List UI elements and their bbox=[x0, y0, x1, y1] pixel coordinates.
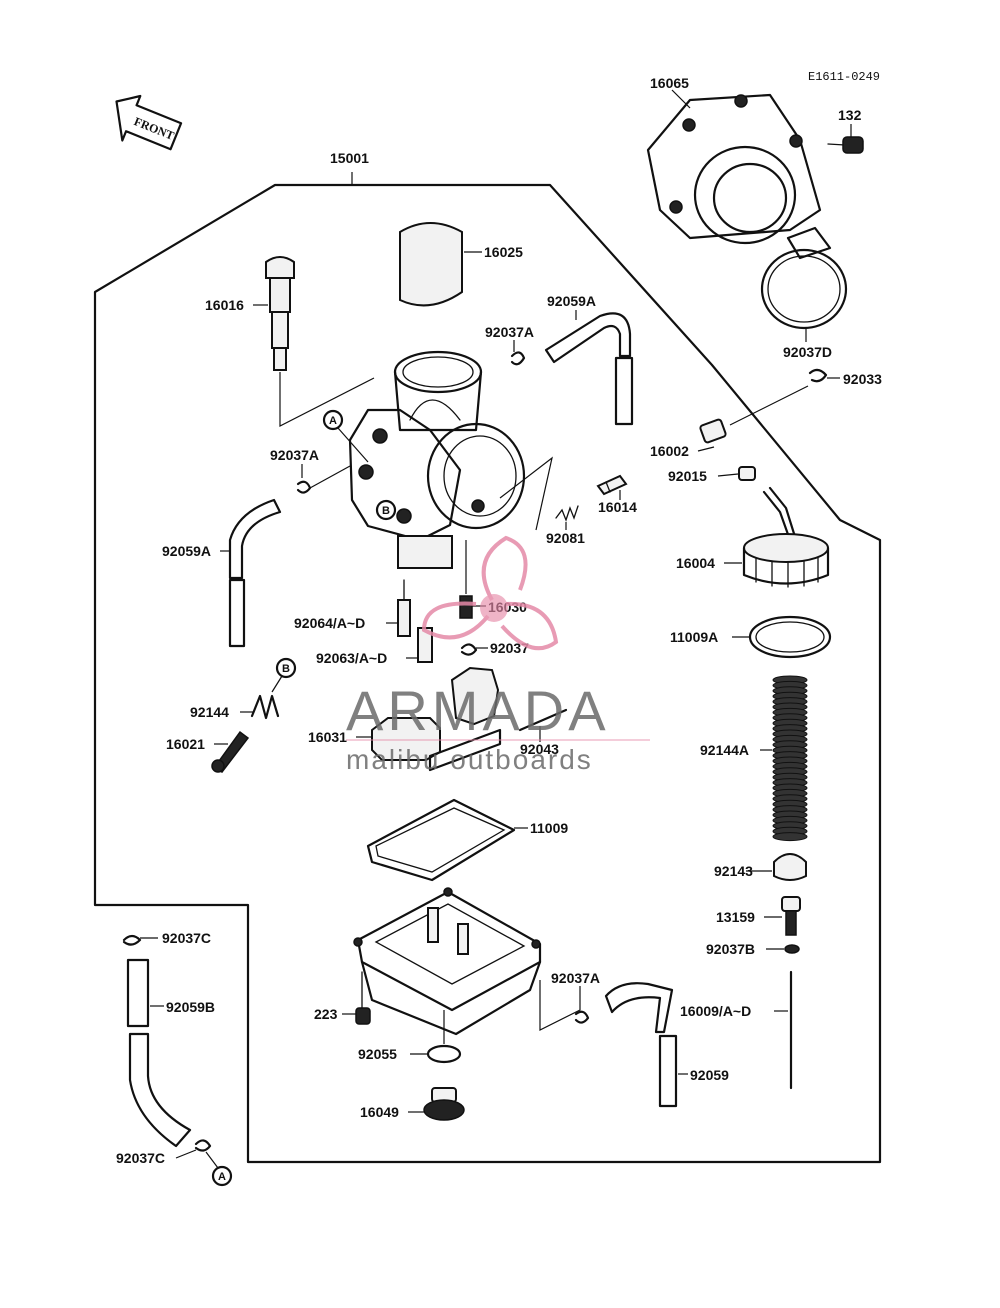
tube-92059A-top bbox=[544, 312, 634, 426]
tube-92059A-left bbox=[228, 498, 282, 648]
label-92064: 92064/A~D bbox=[294, 615, 365, 631]
tube-92059B bbox=[126, 958, 150, 1028]
label-92059A-top: 92059A bbox=[547, 293, 596, 309]
clip-92033 bbox=[808, 368, 828, 383]
label-92033: 92033 bbox=[843, 371, 882, 387]
plug-16049 bbox=[423, 1087, 465, 1121]
label-92055: 92055 bbox=[358, 1046, 397, 1062]
propeller-logo-icon bbox=[421, 535, 559, 651]
cap-16004 bbox=[742, 486, 830, 588]
label-92059B: 92059B bbox=[166, 999, 215, 1015]
label-92037A-top: 92037A bbox=[485, 324, 534, 340]
seat-92143 bbox=[773, 853, 807, 881]
intake-manifold bbox=[646, 93, 822, 245]
label-16021: 16021 bbox=[166, 736, 205, 752]
label-132: 132 bbox=[838, 107, 862, 123]
needle-13159 bbox=[781, 896, 801, 936]
pin-92043 bbox=[518, 708, 568, 732]
jet-16030 bbox=[459, 595, 473, 619]
label-16002: 16002 bbox=[650, 443, 689, 459]
label-16009: 16009/A~D bbox=[680, 1003, 751, 1019]
ref-b-callout-body: B bbox=[375, 499, 397, 521]
carburetor-body bbox=[348, 350, 526, 569]
label-92143: 92143 bbox=[714, 863, 753, 879]
label-16004: 16004 bbox=[676, 555, 715, 571]
tube-92059B-lower bbox=[128, 1032, 192, 1148]
clip-92037A-lower bbox=[574, 1010, 590, 1024]
spring-92081 bbox=[555, 505, 579, 522]
screw-16021 bbox=[211, 730, 250, 773]
screw-132 bbox=[827, 136, 864, 154]
diagram-code: E1611-0249 bbox=[808, 70, 880, 84]
label-16065: 16065 bbox=[650, 75, 689, 91]
clip-92037A-top bbox=[510, 351, 526, 366]
label-92037C-top: 92037C bbox=[162, 930, 211, 946]
spring-92144A bbox=[772, 675, 808, 842]
label-92043: 92043 bbox=[520, 741, 559, 757]
label-main-assembly: 15001 bbox=[330, 150, 369, 166]
svg-text:A: A bbox=[218, 1171, 226, 1183]
clip-92037C-bottom bbox=[194, 1139, 212, 1152]
label-16016: 16016 bbox=[205, 297, 244, 313]
tube-92059 bbox=[604, 982, 678, 1108]
label-92059A-left: 92059A bbox=[162, 543, 211, 559]
nut-92015 bbox=[738, 466, 756, 481]
label-92037A-left: 92037A bbox=[270, 447, 319, 463]
float-16031 bbox=[371, 666, 502, 772]
svg-text:B: B bbox=[282, 663, 290, 675]
fitting-16002 bbox=[699, 418, 727, 444]
clip-92037B bbox=[784, 944, 800, 954]
clip-92037C-top bbox=[122, 934, 142, 946]
clip-92037 bbox=[460, 643, 478, 656]
clip-92037A-left bbox=[296, 480, 312, 494]
svg-text:B: B bbox=[382, 505, 390, 517]
jet-92064 bbox=[397, 579, 411, 637]
label-16049: 16049 bbox=[360, 1104, 399, 1120]
label-92144: 92144 bbox=[190, 704, 229, 720]
label-16031: 16031 bbox=[308, 729, 347, 745]
label-92081: 92081 bbox=[546, 530, 585, 546]
watermark-brand: ARMADA bbox=[346, 679, 610, 742]
label-16025: 16025 bbox=[484, 244, 523, 260]
label-92015: 92015 bbox=[668, 468, 707, 484]
screw-223 bbox=[355, 971, 371, 1025]
gasket-11009A bbox=[748, 615, 832, 659]
ref-a-callout-bottom: A bbox=[205, 1151, 233, 1187]
label-92037A-lower: 92037A bbox=[551, 970, 600, 986]
assembly-boundary bbox=[93, 183, 882, 1164]
float-bowl bbox=[353, 887, 542, 1036]
adjuster-16016 bbox=[265, 256, 295, 371]
label-223: 223 bbox=[314, 1006, 338, 1022]
label-92063: 92063/A~D bbox=[316, 650, 387, 666]
gasket-11009 bbox=[366, 798, 516, 882]
label-92037B: 92037B bbox=[706, 941, 755, 957]
label-92037C-bottom: 92037C bbox=[116, 1150, 165, 1166]
ref-a-callout-top: A bbox=[322, 409, 344, 431]
spring-92144 bbox=[250, 694, 280, 720]
ref-b-callout-left: B bbox=[275, 657, 297, 679]
label-92144A: 92144A bbox=[700, 742, 749, 758]
label-16014: 16014 bbox=[598, 499, 637, 515]
clamp-92037D bbox=[760, 226, 848, 330]
armada-watermark: ARMADA malibu outboards bbox=[346, 535, 650, 775]
slide-16025 bbox=[399, 222, 463, 307]
watermark-tagline: malibu outboards bbox=[346, 744, 593, 775]
front-arrow-icon: FRONT bbox=[115, 94, 183, 151]
label-11009A: 11009A bbox=[670, 629, 718, 645]
oring-92055 bbox=[426, 1044, 462, 1064]
screw-16014 bbox=[596, 474, 628, 496]
spring-coil bbox=[772, 832, 808, 842]
label-92037D: 92037D bbox=[783, 344, 832, 360]
label-11009: 11009 bbox=[530, 820, 568, 836]
svg-text:A: A bbox=[329, 415, 337, 427]
label-13159: 13159 bbox=[716, 909, 755, 925]
label-92059: 92059 bbox=[690, 1067, 729, 1083]
